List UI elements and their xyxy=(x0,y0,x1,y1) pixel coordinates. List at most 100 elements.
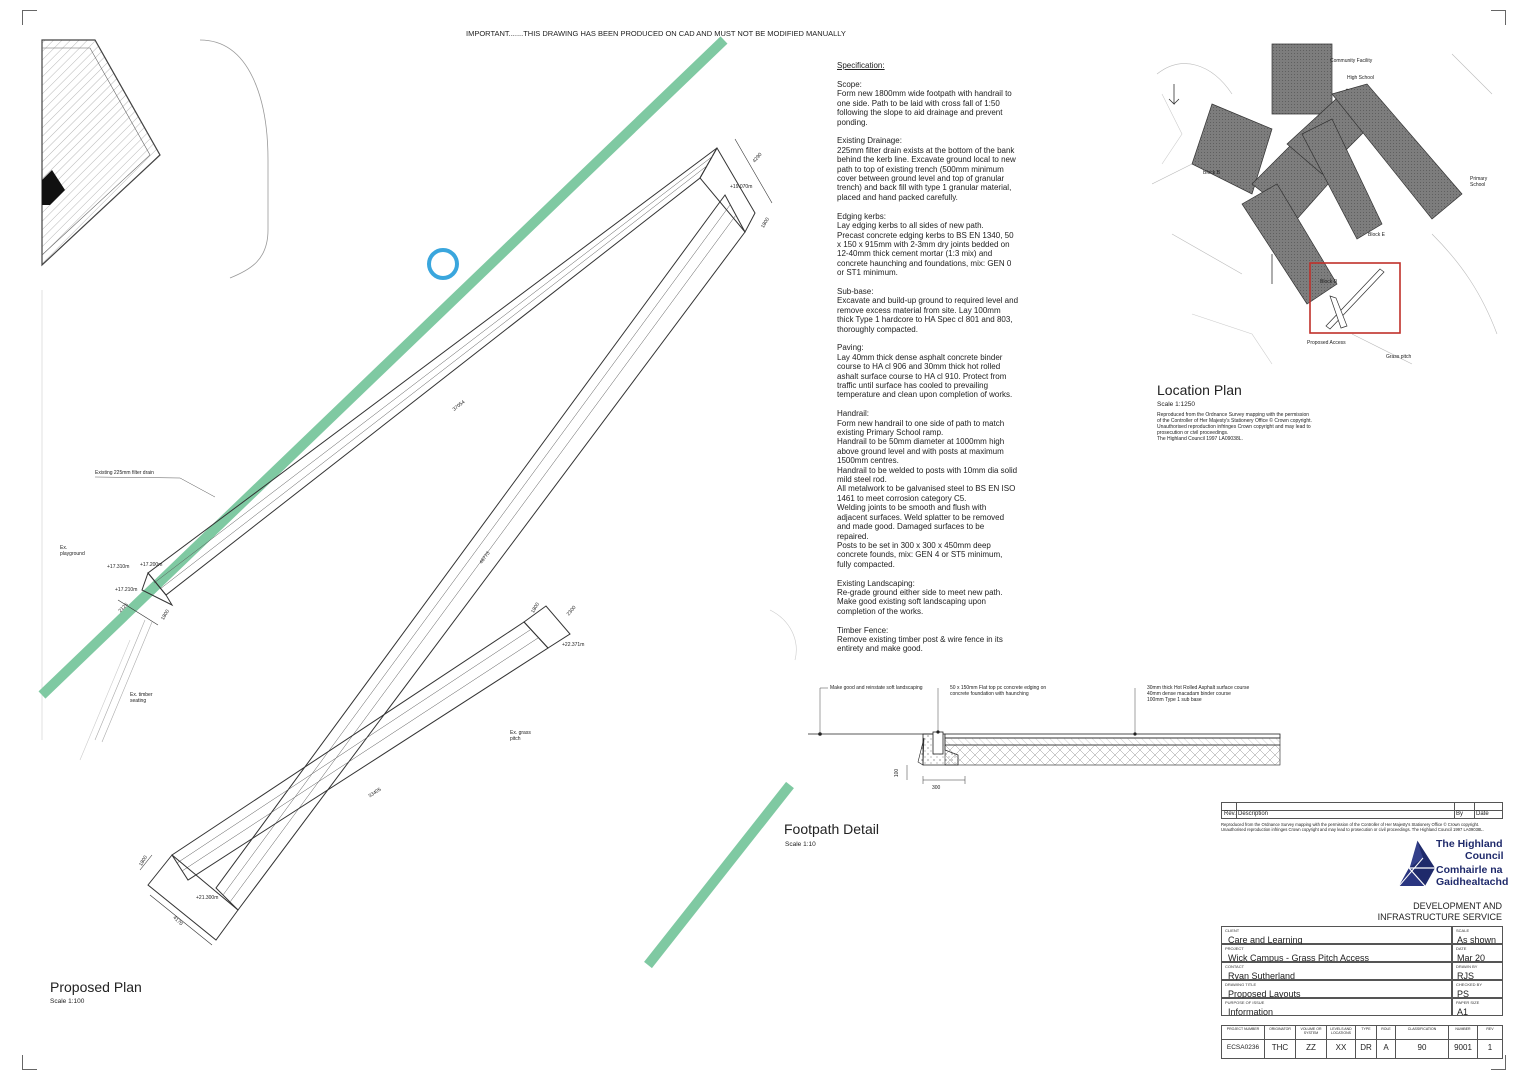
location-red-highlight-box xyxy=(1309,262,1401,334)
num-header-project: PROJECT NUMBER xyxy=(1222,1026,1264,1040)
bottom-landing xyxy=(147,854,239,941)
num-value-project: ECSA0236 xyxy=(1226,1044,1260,1051)
footpath-detail-title: Footpath Detail xyxy=(784,821,879,837)
service-name: DEVELOPMENT AND INFRASTRUCTURE SERVICE xyxy=(1377,901,1502,922)
location-plan-title: Location Plan xyxy=(1157,382,1242,398)
level-top: +19.070m xyxy=(730,184,753,190)
num-value-levels: XX xyxy=(1335,1043,1347,1052)
detail-dim-100: 100 xyxy=(894,768,901,778)
label-filter-drain: Existing 225mm filter drain xyxy=(95,470,154,476)
important-note: IMPORTANT.......THIS DRAWING HAS BEEN PR… xyxy=(466,29,846,38)
blue-circle-marker xyxy=(427,248,459,280)
ramp-section-3 xyxy=(171,621,549,881)
num-header-classification: CLASSIFICATION xyxy=(1396,1026,1448,1040)
highland-council-logo-icon xyxy=(1398,839,1435,887)
num-value-rev: 1 xyxy=(1487,1043,1493,1052)
label-grass-pitch: Ex. grass pitch xyxy=(510,730,531,742)
logo-line-4: Gaidhealtachd xyxy=(1436,876,1509,888)
detail-note-edging: 50 x 150mm Flat top pc concrete edging o… xyxy=(950,685,1047,697)
crop-mark-bottom-right xyxy=(1491,1055,1506,1070)
location-community-facility xyxy=(1271,43,1333,115)
num-header-levels: LEVELS AND LOCATIONS xyxy=(1327,1026,1355,1040)
tb-date: DATE Mar 20 xyxy=(1452,944,1503,963)
crop-mark-top-left xyxy=(22,10,37,25)
loc-label-community: Community Facility xyxy=(1330,58,1373,64)
location-block-c xyxy=(1331,83,1463,220)
logo-line-2: Council xyxy=(1465,850,1504,862)
tb-drawn: DRAWN BY RJS xyxy=(1452,962,1503,981)
num-value-type: DR xyxy=(1360,1043,1372,1052)
tb-date-value: Mar 20 xyxy=(1457,953,1486,963)
tb-client-label: CLIENT xyxy=(1225,928,1240,933)
revision-copyright: Reproduced from the Ordnance Survey mapp… xyxy=(1221,822,1484,833)
rev-header: Rev. xyxy=(1224,811,1236,817)
tb-scale-label: SCALE xyxy=(1456,928,1470,933)
num-value-originator: THC xyxy=(1271,1043,1289,1052)
num-header-originator: ORIGINATOR xyxy=(1265,1026,1295,1040)
detail-note-landscaping: Make good and reinstate soft landscaping xyxy=(830,685,923,691)
num-col-project: PROJECT NUMBER ECSA0236 xyxy=(1222,1026,1265,1058)
footpath-detail-drawing xyxy=(808,687,1281,784)
num-value-volume: ZZ xyxy=(1306,1043,1316,1052)
tb-drawing-title-label: DRAWING TITLE xyxy=(1225,982,1257,987)
crop-mark-top-right xyxy=(1491,10,1506,25)
tb-checked-value: PS xyxy=(1457,989,1470,999)
detail-note-surface: 30mm thick Hot Rolled Asphalt surface co… xyxy=(1147,685,1250,703)
by-header: By xyxy=(1456,811,1464,817)
proposed-plan-title: Proposed Plan xyxy=(50,979,142,995)
level-left-3: +17.210m xyxy=(115,587,138,593)
loc-label-block-b: Block B xyxy=(1203,170,1220,176)
logo-line-1: The Highland xyxy=(1436,838,1503,850)
loc-label-primary: Primary School xyxy=(1470,176,1488,188)
tb-purpose-value: Information xyxy=(1228,1007,1274,1017)
location-plan-copyright: Reproduced from the Ordnance Survey mapp… xyxy=(1157,412,1312,442)
location-block-e xyxy=(1301,118,1383,240)
tb-purpose-label: PURPOSE OF ISSUE xyxy=(1225,1000,1265,1005)
loc-label-block-e: Block E xyxy=(1368,232,1385,238)
tb-drawing-title-value: Proposed Layouts xyxy=(1228,989,1301,999)
drawing-number-row: PROJECT NUMBER ECSA0236 ORIGINATOR THC V… xyxy=(1221,1025,1503,1059)
num-header-volume: VOLUME OR SYSTEM xyxy=(1296,1026,1326,1040)
num-value-number: 9001 xyxy=(1454,1043,1472,1052)
date-header: Date xyxy=(1476,811,1489,817)
logo-line-3: Comhairle na xyxy=(1436,864,1503,876)
tb-drawn-label: DRAWN BY xyxy=(1456,964,1478,969)
location-block-b xyxy=(1191,103,1273,195)
tb-contact: CONTACT Ryan Sutherland xyxy=(1221,962,1452,981)
crop-mark-bottom-left xyxy=(22,1055,37,1070)
tb-project: PROJECT Wick Campus - Grass Pitch Access xyxy=(1221,944,1452,963)
tb-project-value: Wick Campus - Grass Pitch Access xyxy=(1228,953,1370,963)
label-playground: Ex. playground xyxy=(60,545,85,557)
tb-project-label: PROJECT xyxy=(1225,946,1244,951)
num-value-role: A xyxy=(1383,1043,1389,1052)
tb-checked: CHECKED BY PS xyxy=(1452,980,1503,999)
green-boundary-band xyxy=(644,781,794,969)
green-filter-drain-band xyxy=(38,36,728,699)
tb-purpose: PURPOSE OF ISSUE Information xyxy=(1221,998,1452,1017)
proposed-plan-scale: Scale 1:100 xyxy=(50,998,85,1005)
ramp-section-1 xyxy=(147,147,718,596)
location-plan-scale: Scale 1:1250 xyxy=(1157,401,1195,408)
loc-label-high-school: High School xyxy=(1347,75,1374,81)
revision-table: Rev. Description By Date xyxy=(1221,802,1503,819)
logo-text: The Highland Council Comhairle na Gaidhe… xyxy=(1436,838,1508,888)
loc-label-proposed-access: Proposed Access xyxy=(1307,340,1346,346)
tb-client: CLIENT Care and Learning xyxy=(1221,926,1452,945)
proposed-plan-drawing xyxy=(38,36,797,969)
tb-drawing-title: DRAWING TITLE Proposed Layouts xyxy=(1221,980,1452,999)
num-header-number: NUMBER xyxy=(1449,1026,1477,1040)
level-bottom: +21.300m xyxy=(196,895,219,901)
tb-checked-label: CHECKED BY xyxy=(1456,982,1483,987)
num-header-role: ROLE xyxy=(1377,1026,1395,1040)
specification-body: Scope: Form new 1800mm wide footpath wit… xyxy=(837,80,1019,654)
existing-building-roof xyxy=(41,39,161,266)
tb-paper-value: A1 xyxy=(1457,1007,1469,1017)
detail-dim-300: 300 xyxy=(932,785,941,791)
tb-client-value: Care and Learning xyxy=(1228,935,1303,945)
specification-heading: Specification: xyxy=(837,61,885,70)
level-mid: +22.371m xyxy=(562,642,585,648)
num-value-classification: 90 xyxy=(1417,1043,1427,1052)
tb-contact-value: Ryan Sutherland xyxy=(1228,971,1296,981)
tb-drawn-value: RJS xyxy=(1457,971,1475,981)
footpath-detail-scale: Scale 1:10 xyxy=(785,841,816,848)
